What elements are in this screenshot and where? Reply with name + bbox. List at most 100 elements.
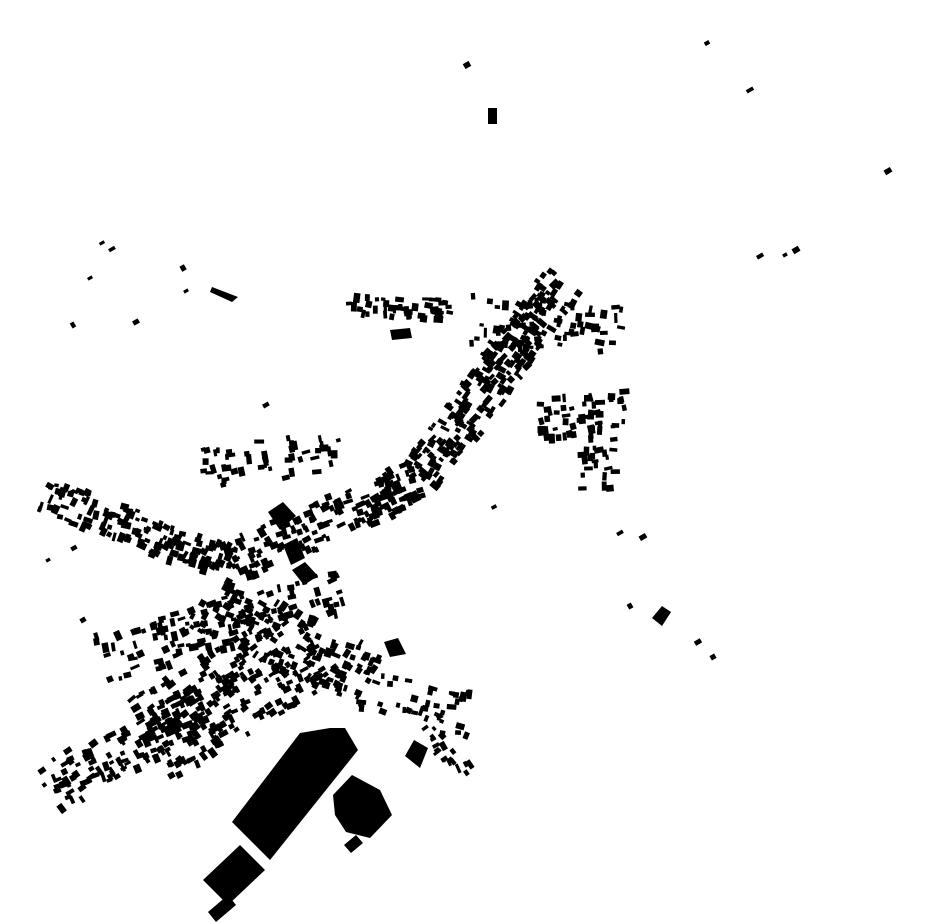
building [195, 691, 205, 702]
building [483, 327, 487, 338]
building [308, 599, 316, 609]
building [247, 674, 257, 684]
building [227, 722, 235, 730]
building [501, 300, 510, 311]
building [432, 462, 442, 472]
building [314, 546, 320, 553]
building [626, 602, 634, 610]
building [331, 642, 339, 653]
building [164, 724, 174, 734]
building [237, 466, 246, 477]
building [68, 519, 79, 528]
building [326, 576, 338, 585]
building [342, 648, 352, 659]
building [284, 661, 292, 669]
building [410, 710, 419, 716]
building [437, 418, 448, 427]
building [279, 616, 289, 623]
building [151, 753, 162, 764]
building [474, 370, 484, 380]
building [356, 508, 365, 517]
building [429, 733, 437, 741]
building [163, 634, 169, 641]
building [210, 735, 222, 746]
building [177, 643, 185, 648]
building [213, 564, 220, 571]
building [417, 438, 427, 448]
building [221, 674, 229, 684]
building [241, 630, 249, 639]
building [290, 440, 299, 451]
building [233, 655, 241, 664]
building [101, 761, 111, 772]
building [256, 526, 268, 539]
building [301, 579, 308, 586]
building [85, 490, 92, 497]
building [460, 396, 469, 408]
building [287, 603, 298, 612]
building [430, 422, 437, 429]
building [253, 689, 262, 696]
building [589, 425, 596, 432]
building [599, 309, 608, 320]
building [172, 652, 179, 659]
building [457, 696, 464, 703]
building [555, 283, 563, 290]
building [621, 419, 626, 425]
building [592, 445, 597, 451]
building [65, 788, 75, 796]
building [141, 736, 152, 748]
building-complex-east [333, 775, 392, 838]
building [210, 750, 217, 758]
building [153, 657, 164, 665]
building [490, 377, 499, 387]
building [582, 414, 589, 419]
building [69, 321, 77, 329]
building [548, 278, 561, 290]
building [152, 715, 162, 725]
building [113, 772, 121, 781]
building [186, 606, 196, 616]
building [91, 498, 99, 508]
building [319, 440, 325, 452]
building [168, 544, 175, 550]
building [173, 759, 182, 769]
building [206, 699, 215, 708]
building [292, 670, 298, 677]
building [150, 725, 159, 733]
small-buildings [36, 39, 893, 815]
building [262, 401, 270, 409]
building [143, 525, 152, 535]
building [408, 474, 415, 483]
building [418, 469, 427, 479]
building [61, 775, 72, 787]
building [120, 520, 132, 530]
building [354, 666, 363, 675]
building [302, 631, 311, 641]
building [200, 610, 210, 621]
building [216, 473, 223, 480]
building [347, 522, 357, 532]
building [214, 646, 222, 654]
building [275, 530, 284, 538]
building [463, 769, 470, 777]
building [446, 310, 454, 315]
building [356, 306, 364, 313]
building [227, 713, 236, 724]
building [119, 650, 125, 656]
building [513, 360, 523, 369]
building [244, 568, 254, 578]
building [281, 668, 290, 678]
building [435, 712, 444, 721]
building [621, 404, 627, 412]
building [313, 586, 322, 597]
building [230, 467, 239, 476]
building [240, 704, 249, 713]
building [562, 418, 569, 426]
building [77, 783, 87, 793]
building [146, 703, 156, 712]
building [270, 608, 278, 615]
building [98, 526, 108, 537]
building [234, 589, 245, 597]
building [458, 403, 471, 415]
